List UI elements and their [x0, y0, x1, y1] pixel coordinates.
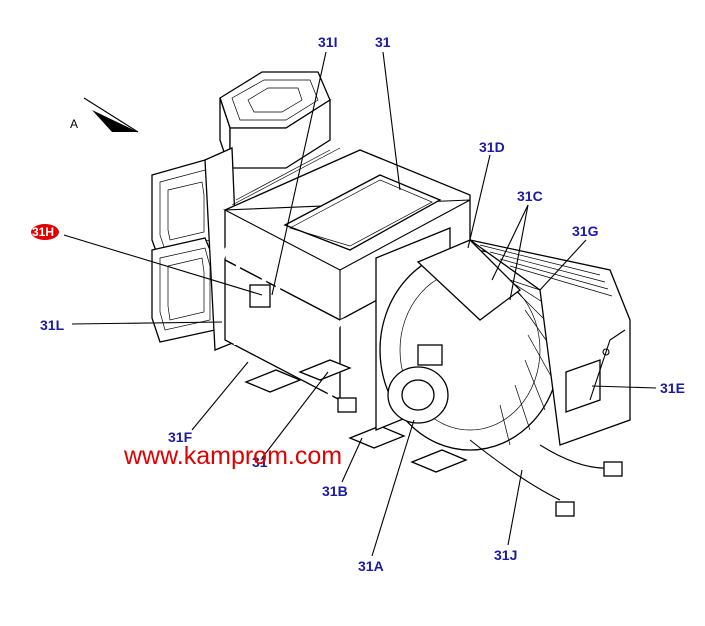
label-31: 31: [375, 34, 391, 50]
label-31H: 31H: [32, 225, 54, 239]
direction-arrow: A: [70, 97, 139, 133]
top-outlet-ducts: [219, 71, 331, 171]
label-31J: 31J: [494, 547, 517, 563]
wire-harness: [469, 439, 623, 517]
label-31A: 31A: [358, 558, 384, 574]
label-31G: 31G: [572, 223, 599, 239]
label-31K: 31: [252, 454, 268, 470]
label-31H-badge: [31, 224, 59, 240]
leader-lines: [63, 51, 657, 557]
watermark: www.kamprom.com: [123, 442, 342, 470]
label-31B: 31B: [322, 483, 348, 499]
label-31L: 31L: [40, 317, 65, 333]
label-31I: 31I: [318, 34, 337, 50]
direction-label: A: [70, 117, 78, 131]
label-31C: 31C: [517, 188, 543, 204]
label-31F: 31F: [168, 429, 193, 445]
mounting-brackets: [244, 359, 468, 473]
heater-pipes: [217, 237, 365, 440]
left-side-vents: [151, 147, 241, 351]
label-31D: 31D: [479, 139, 505, 155]
part-labels: 31I 31 31D 31C 31G 31H 31L 31E 31F 31 31…: [31, 34, 685, 574]
label-31E: 31E: [660, 380, 685, 396]
